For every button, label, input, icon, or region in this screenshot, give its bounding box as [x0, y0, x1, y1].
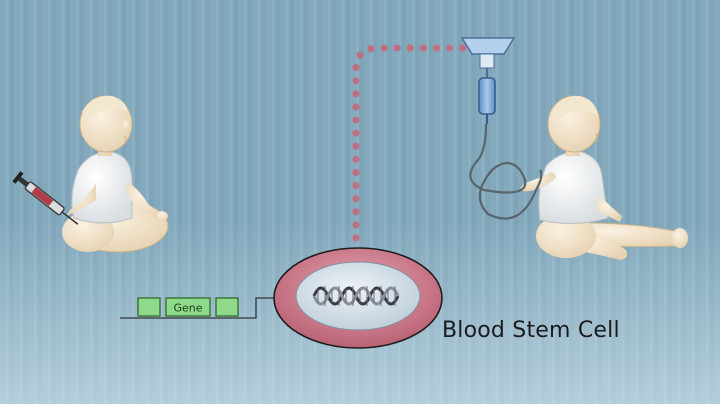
gene-label: Gene — [173, 302, 202, 315]
gene-box — [165, 297, 211, 317]
iv-tube — [469, 123, 543, 220]
cell-label: Blood Stem Cell — [442, 318, 620, 343]
syringe-icon — [12, 171, 79, 225]
baby-left — [62, 95, 169, 253]
iv-bag-icon — [460, 37, 516, 124]
dotted-transfer-path — [352, 44, 474, 242]
gene-box-right — [215, 297, 239, 317]
blood-stem-cell — [273, 247, 443, 349]
gene-box-left — [137, 297, 161, 317]
gene-construct: Gene — [120, 294, 302, 319]
dna-helix-icon — [312, 286, 400, 306]
baby-right — [520, 95, 688, 260]
